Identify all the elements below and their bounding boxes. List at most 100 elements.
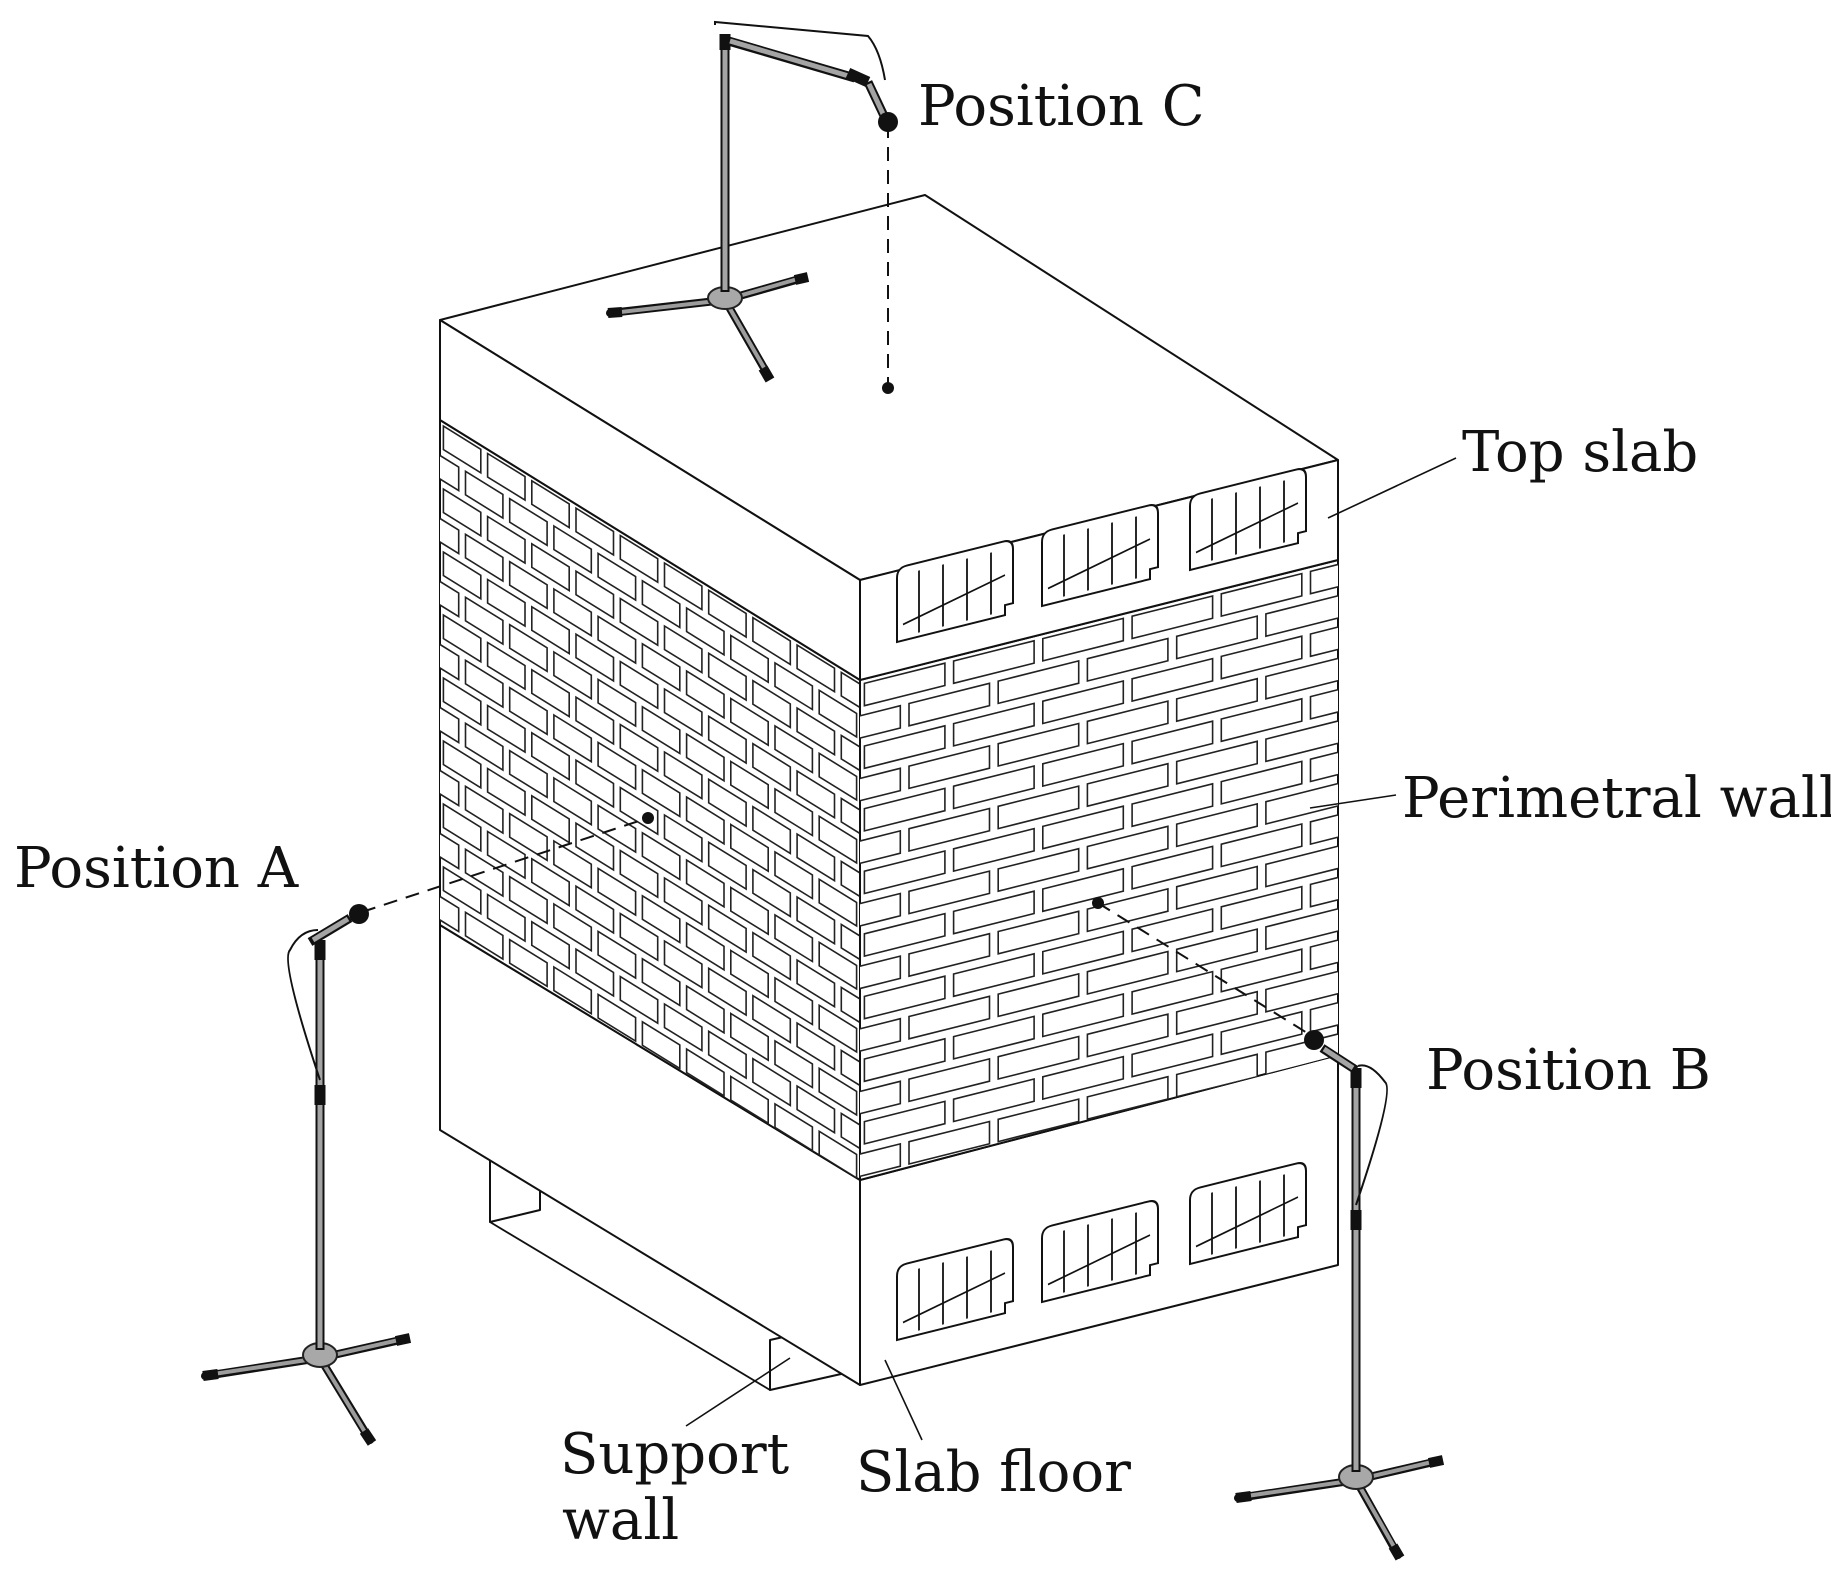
wall-brick (1265, 905, 1338, 951)
wall-brick (685, 858, 725, 909)
wall-brick (1220, 948, 1303, 993)
wall-brick (399, 777, 436, 824)
wall-brick (860, 892, 902, 938)
wall-brick (486, 893, 526, 943)
wall-brick (399, 714, 436, 761)
wall-brick (818, 751, 858, 802)
wall-brick (1086, 637, 1169, 683)
wall-brick (818, 814, 858, 865)
wall-brick (997, 1035, 1080, 1081)
wall-brick (860, 955, 902, 1000)
wall-brick (796, 832, 836, 883)
wall-brick (908, 1120, 991, 1166)
wall-brick (464, 721, 504, 772)
wall-brick (729, 1012, 770, 1062)
wall-brick (1355, 571, 1436, 614)
wall-brick (530, 605, 571, 655)
wall-brick (663, 1002, 703, 1053)
wall-brick (685, 1047, 725, 1098)
wall-brick (685, 984, 725, 1035)
wall-brick (1265, 717, 1338, 763)
wall-brick (641, 642, 681, 692)
wall-brick (1042, 930, 1125, 975)
wall-brick (908, 682, 991, 727)
wall-brick (575, 632, 615, 683)
wall-brick (818, 688, 858, 739)
wall-brick (997, 972, 1080, 1018)
wall-brick (1355, 1010, 1436, 1053)
wall-brick (464, 658, 504, 709)
wall-brick (399, 588, 436, 635)
wall-brick (597, 614, 637, 665)
wall-brick (1400, 842, 1481, 885)
wall-brick (1086, 762, 1169, 808)
wall-brick (952, 764, 1035, 810)
wall-brick (553, 902, 593, 953)
wall-brick (597, 992, 637, 1043)
wall-brick (774, 787, 814, 837)
wall-brick (1309, 800, 1338, 846)
wall-brick (707, 714, 747, 765)
wall-brick (553, 713, 593, 764)
wall-brick (486, 578, 526, 628)
wall-brick (729, 949, 770, 999)
wall-brick (440, 757, 460, 808)
wall-brick (1042, 679, 1125, 725)
wall-brick (440, 820, 460, 871)
wall-brick (399, 651, 436, 698)
wall-brick (575, 569, 615, 620)
wall-brick (619, 660, 659, 710)
wall-brick (863, 1100, 946, 1145)
wall-brick (1042, 805, 1125, 850)
wall-brick (1444, 674, 1525, 717)
wall-brick (840, 859, 860, 910)
wall-brick (796, 706, 836, 757)
wall-brick (508, 875, 548, 925)
wall-brick (685, 732, 725, 783)
wall-brick (1175, 677, 1258, 723)
wall-brick (553, 587, 593, 638)
wall-brick (440, 883, 460, 934)
wall-brick (752, 742, 792, 792)
wall-brick (442, 739, 482, 790)
wall-brick (663, 750, 703, 801)
wall-brick (1309, 737, 1338, 783)
wall-brick (440, 505, 460, 556)
wall-brick (1131, 907, 1214, 953)
wall-brick (685, 921, 725, 972)
wall-brick (1400, 591, 1481, 634)
wall-brick (508, 686, 548, 736)
wall-brick (663, 876, 703, 927)
wall-brick (641, 579, 681, 629)
wall-brick (860, 1080, 902, 1125)
wall-brick (530, 920, 571, 970)
wall-brick (908, 870, 991, 915)
wall-brick (1400, 654, 1481, 697)
wall-brick (619, 975, 659, 1025)
wall-brick (997, 847, 1080, 893)
perimetral-wall-left-face (399, 419, 861, 1181)
wall-brick (1220, 697, 1303, 743)
wall-brick (641, 1020, 681, 1070)
wall-brick (774, 850, 814, 900)
wall-brick (1220, 760, 1303, 805)
wall-brick (729, 1075, 770, 1125)
wall-brick (1265, 843, 1338, 888)
wall-brick (1042, 992, 1125, 1038)
wall-brick (464, 784, 504, 835)
wall-brick (597, 929, 637, 980)
wall-brick (530, 542, 571, 592)
wall-brick (1131, 782, 1214, 828)
wall-brick (486, 515, 526, 565)
slab-floor (439, 924, 1339, 1386)
wall-brick (575, 947, 615, 998)
wall-brick (575, 758, 615, 809)
wall-brick (442, 487, 482, 538)
wall-brick (486, 767, 526, 817)
wall-brick (774, 913, 814, 963)
wall-brick (1309, 675, 1338, 720)
wall-brick (1175, 740, 1258, 785)
wall-brick (575, 821, 615, 872)
wall-brick (486, 452, 526, 502)
wall-brick (1444, 612, 1525, 655)
